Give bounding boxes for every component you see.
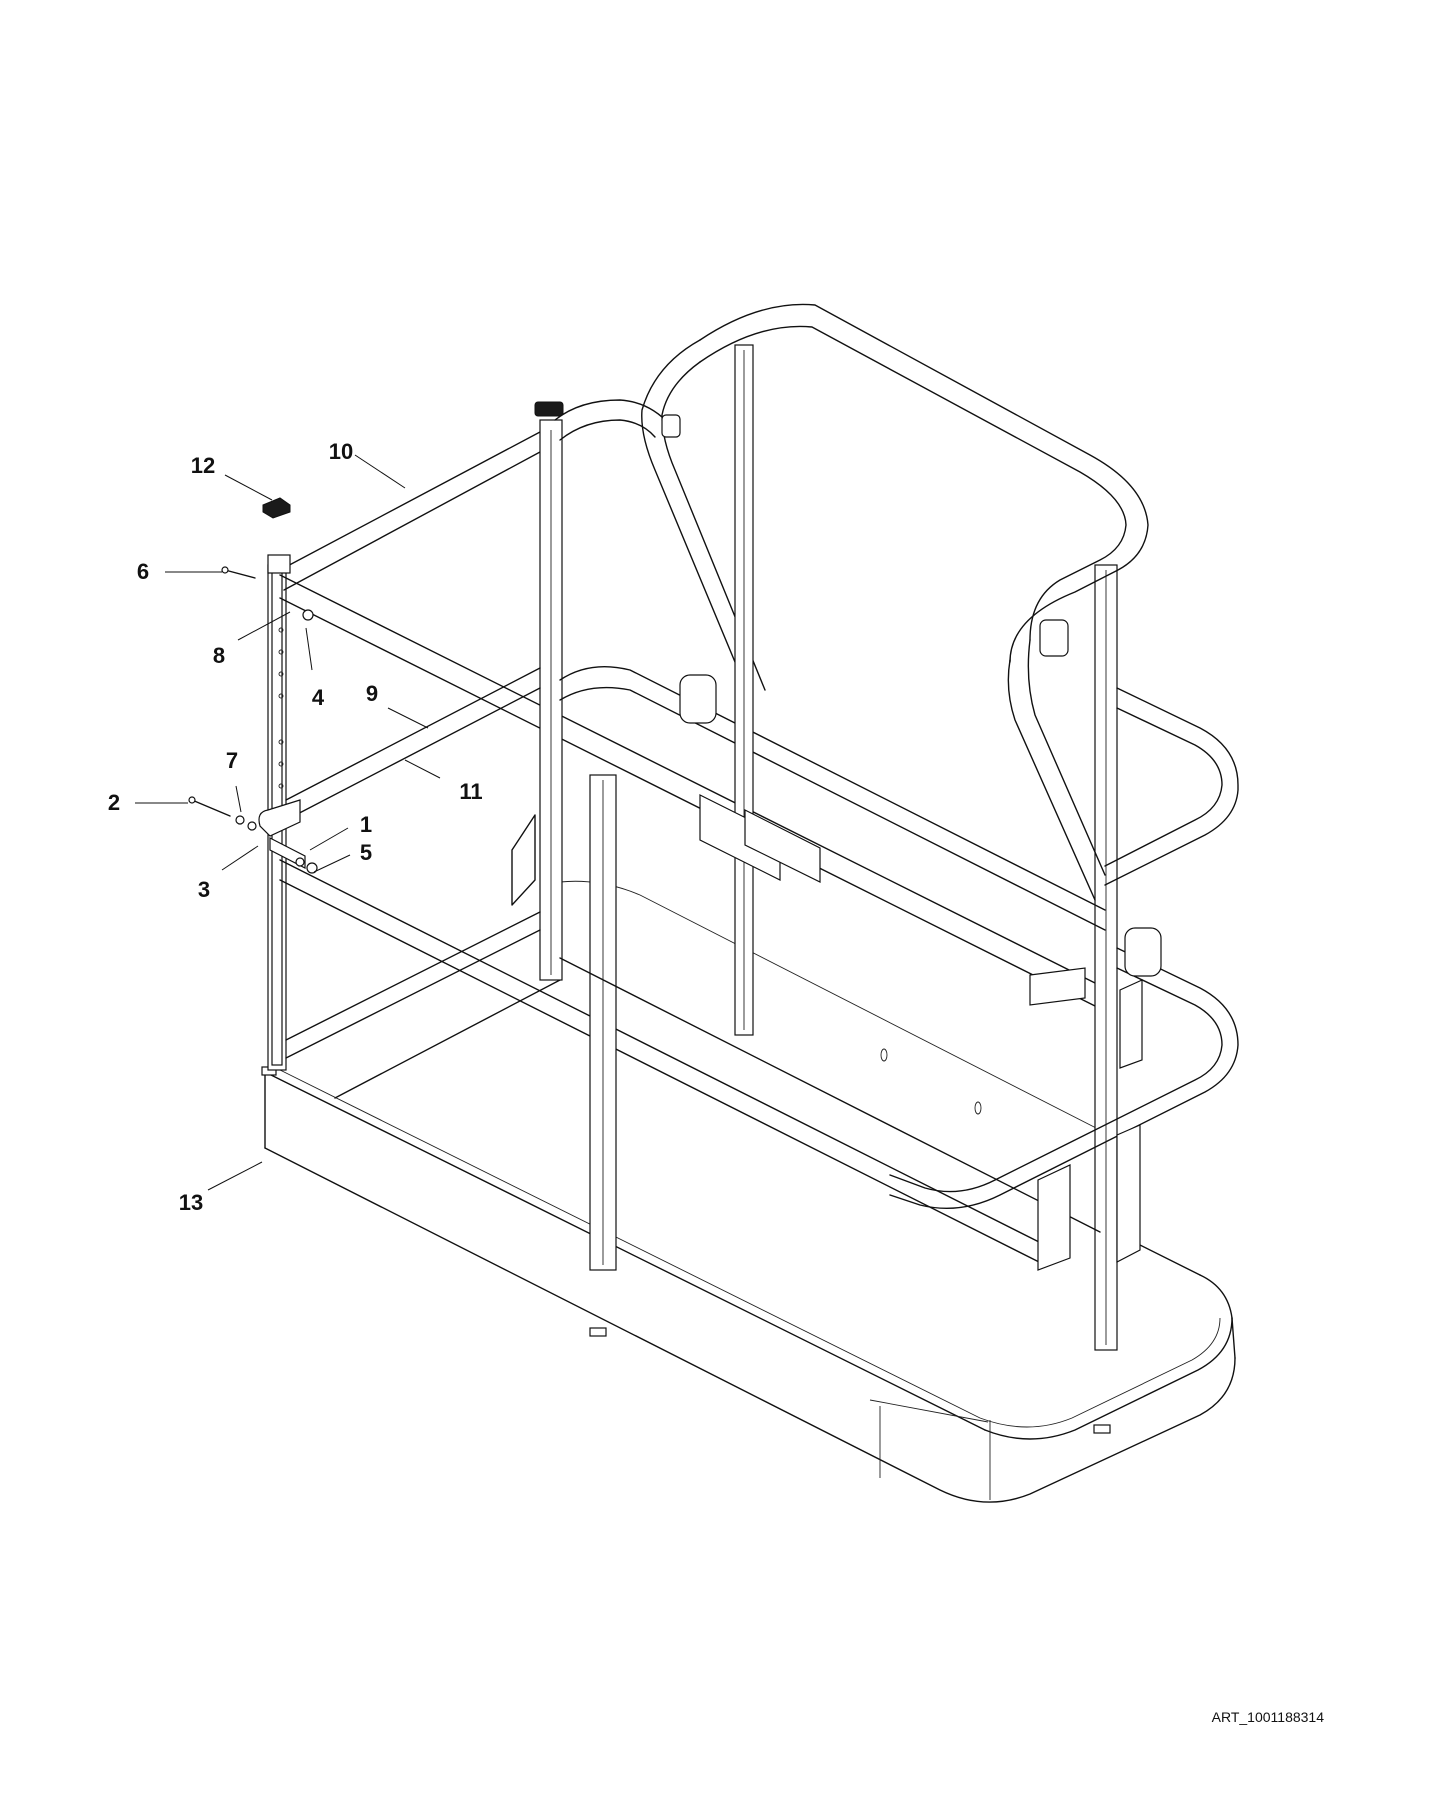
callout-12: 12 — [190, 453, 216, 478]
back-rail-frame — [279, 399, 1106, 1233]
callout-10: 10 — [328, 439, 354, 464]
callout-1: 1 — [359, 812, 373, 837]
callout-13: 13 — [178, 1190, 204, 1215]
console-guard-frame — [641, 303, 1162, 1271]
gate-hardware — [188, 497, 318, 874]
callout-3: 3 — [197, 877, 211, 902]
art-code: ART_1001188314 — [1211, 1709, 1324, 1725]
leader-lines — [135, 454, 441, 1191]
callout-6: 6 — [136, 559, 150, 584]
callout-7: 7 — [225, 748, 239, 773]
callout-11: 11 — [459, 779, 483, 804]
callout-5: 5 — [359, 840, 373, 865]
callout-9: 9 — [365, 681, 379, 706]
callout-2: 2 — [107, 790, 121, 815]
callout-4: 4 — [311, 685, 325, 710]
callout-8: 8 — [212, 643, 226, 668]
